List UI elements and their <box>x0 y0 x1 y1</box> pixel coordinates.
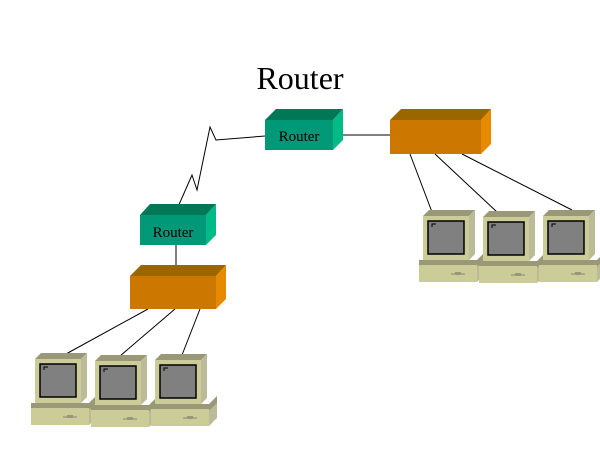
link-hub-left-pc-3 <box>181 308 201 356</box>
router-top-label: Router <box>279 129 320 145</box>
wan-link <box>173 125 266 217</box>
diagram-title: Router <box>256 60 343 96</box>
link-hub-left-pc-2 <box>119 308 176 357</box>
link-hub-left-pc-1 <box>65 308 149 355</box>
router-top[interactable]: Router <box>265 109 343 150</box>
computer-left-3[interactable] <box>150 353 218 427</box>
link-hub-right-pc-3 <box>461 153 573 211</box>
computer-left-2[interactable] <box>90 354 158 428</box>
link-hub-right-pc-1 <box>409 153 433 213</box>
router-left-label: Router <box>153 225 194 241</box>
router-left[interactable]: Router <box>140 204 216 245</box>
computer-right-2[interactable] <box>478 210 546 284</box>
hub-right[interactable] <box>390 109 491 154</box>
computer-right-3[interactable] <box>538 209 600 283</box>
hub-left[interactable] <box>130 265 226 309</box>
computer-right-1[interactable] <box>418 209 486 283</box>
link-hub-right-pc-2 <box>434 153 498 213</box>
computer-left-1[interactable] <box>30 352 98 426</box>
